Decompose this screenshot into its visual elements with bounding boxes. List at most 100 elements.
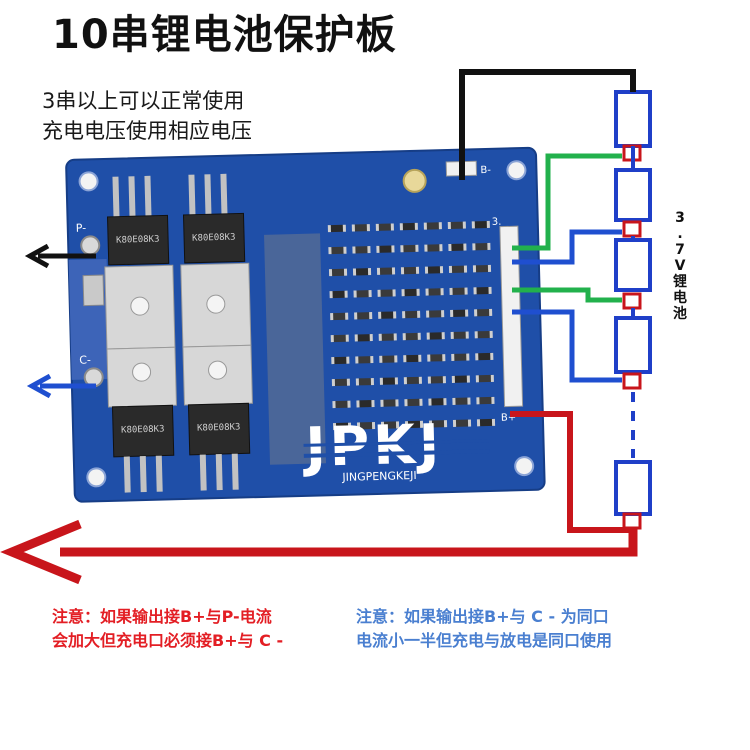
smd-pad: [489, 330, 493, 338]
subtitle-line-2: 充电电压使用相应电压: [42, 119, 252, 143]
smd-pad: [462, 221, 466, 229]
battery-label-char: 池: [673, 306, 687, 322]
smd-pad: [418, 354, 422, 362]
blue-arrow-head-icon: [26, 373, 52, 399]
wire-blue-1: [512, 229, 622, 265]
smd-pad: [395, 399, 399, 407]
smd-component: [428, 332, 443, 340]
smd-component: [426, 244, 441, 252]
smd-component: [430, 420, 446, 428]
wire-red-output: [60, 528, 638, 557]
smd-component: [401, 222, 416, 231]
smd-component: [453, 375, 468, 383]
smd-pad: [465, 309, 469, 317]
smd-pad: [471, 221, 475, 229]
cell-terminal: [622, 512, 642, 530]
smd-pad: [332, 423, 337, 431]
smd-component: [428, 310, 443, 318]
smd-component: [402, 244, 417, 253]
mosfet-label: K80E08K3: [192, 233, 236, 244]
battery-cell: [614, 238, 652, 292]
smd-pad: [472, 265, 477, 273]
smd-pad: [367, 246, 371, 254]
battery-label-char: V: [674, 258, 686, 274]
battery-label-char: 7: [675, 242, 685, 258]
smd-component: [330, 268, 346, 277]
smd-pad: [345, 312, 349, 320]
smd-component: [353, 224, 368, 232]
smd-component: [403, 288, 418, 297]
smd-component: [426, 266, 442, 274]
smd-component: [354, 268, 370, 276]
wire-green-2: [512, 287, 622, 303]
smd-pad: [354, 334, 358, 342]
smd-component: [478, 396, 493, 405]
smd-pad: [491, 418, 496, 426]
smd-pad: [486, 220, 490, 229]
smd-component: [405, 376, 420, 385]
smd-component: [380, 311, 395, 319]
pcb-board: K80E08K3 K80E08K3 K80E08K3 K80E08K3 3. B…: [65, 146, 546, 503]
smd-pad: [423, 222, 427, 230]
smd-component: [379, 289, 394, 297]
wire-red-bplus: [510, 411, 633, 533]
smd-component: [478, 418, 494, 427]
smd-component: [425, 222, 440, 230]
smd-pad: [467, 419, 472, 427]
smd-pad: [465, 331, 469, 339]
smd-pad: [466, 353, 470, 361]
smd-pad: [475, 353, 479, 361]
smd-pad: [476, 419, 481, 427]
smd-pad: [354, 312, 358, 320]
smd-pad: [377, 289, 381, 297]
smd-pad: [346, 356, 350, 364]
smd-pad: [328, 247, 332, 255]
smd-component: [451, 287, 466, 295]
smd-pad: [427, 354, 431, 362]
smd-pad: [417, 310, 421, 318]
smd-pad: [378, 333, 382, 341]
smd-component: [450, 265, 466, 273]
smd-pad: [401, 289, 405, 297]
smd-component: [382, 399, 397, 407]
mount-hole-icon: [78, 171, 99, 192]
smd-component: [477, 352, 492, 361]
smd-pad: [463, 243, 467, 251]
smd-pad: [424, 244, 428, 252]
note-red-line-2: 会加大但充电口必须接B+与 C -: [52, 631, 284, 650]
smd-pad: [371, 422, 376, 430]
smd-pad: [439, 266, 444, 274]
smd-pad: [404, 399, 408, 407]
header-pins: [82, 274, 105, 307]
smd-pad: [394, 377, 398, 385]
mosfet-bottom-left: [106, 346, 177, 493]
smd-pad: [352, 268, 357, 276]
smd-component: [378, 267, 394, 275]
smd-pad: [356, 400, 360, 408]
smd-component: [334, 400, 349, 409]
smd-pad: [327, 225, 331, 233]
smd-pad: [332, 401, 336, 409]
smd-component: [381, 355, 396, 363]
smd-pad: [380, 421, 385, 429]
smd-pad: [403, 355, 407, 363]
smd-component: [475, 286, 490, 295]
smd-pad: [417, 332, 421, 340]
smd-pad: [451, 375, 455, 383]
smd-pad: [473, 287, 477, 295]
smd-pad: [395, 421, 400, 429]
smd-pad: [379, 377, 383, 385]
smd-pad: [451, 353, 455, 361]
smd-pad: [415, 244, 419, 252]
smd-component: [450, 243, 465, 251]
smd-pad: [475, 375, 479, 383]
smd-pad: [393, 333, 397, 341]
smd-component: [473, 220, 488, 229]
battery-label-char: 锂: [673, 274, 687, 290]
battery-cell: [614, 316, 652, 374]
smd-component: [404, 332, 419, 341]
smd-pad: [447, 221, 451, 230]
smd-component: [357, 356, 372, 364]
smd-pad: [344, 290, 348, 298]
